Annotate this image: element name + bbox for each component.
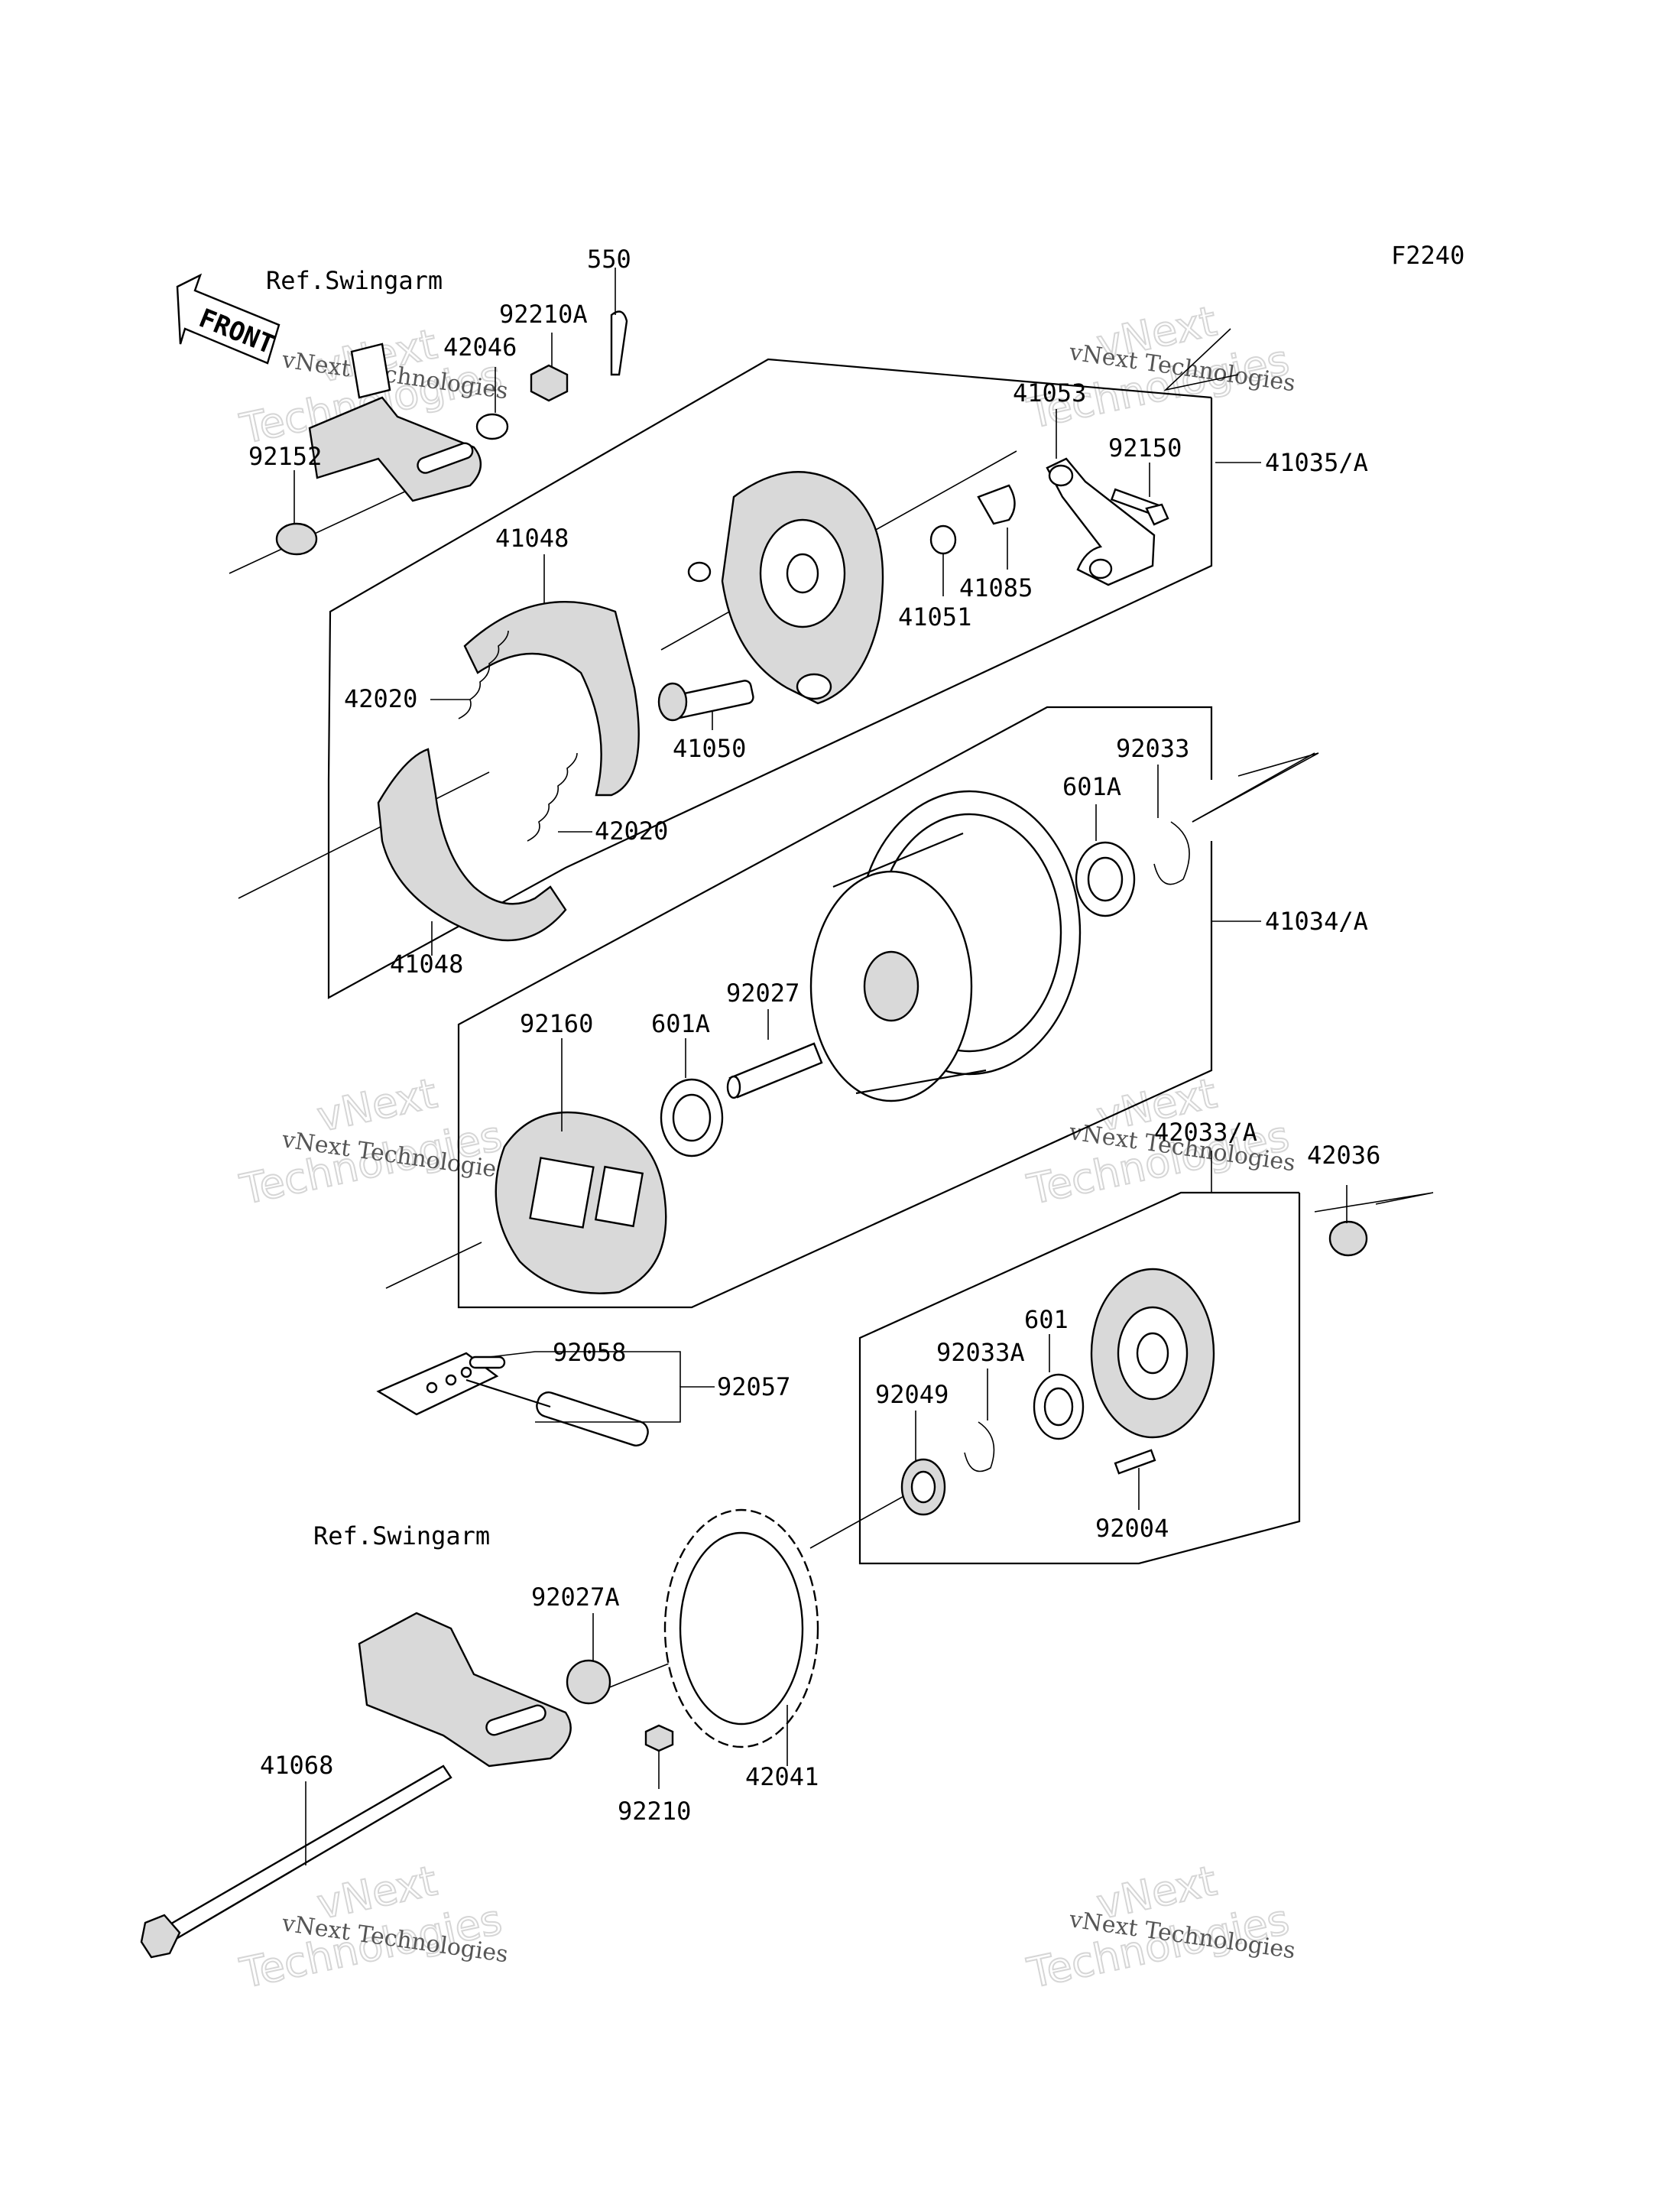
label-92027: 92027	[726, 979, 799, 1008]
sprocket-hub-42033	[1090, 1268, 1215, 1439]
label-92210A: 92210A	[499, 300, 588, 329]
label-41068: 41068	[260, 1751, 333, 1780]
ref-swingarm-top: Ref.Swingarm	[266, 266, 443, 295]
bolt-92150	[1110, 488, 1169, 526]
label-92004: 92004	[1095, 1514, 1169, 1543]
damper-92160	[495, 1111, 667, 1294]
front-arrow-icon: FRONT	[176, 273, 281, 365]
label-42033A: 42033/A	[1154, 1118, 1257, 1147]
label-92027A: 92027A	[531, 1583, 620, 1612]
label-92210: 92210	[618, 1797, 691, 1826]
group-frame-brake-panel	[327, 358, 1213, 999]
label-92150: 92150	[1108, 433, 1182, 463]
axle-41068	[140, 1765, 452, 1959]
label-42020-bottom: 42020	[595, 817, 668, 846]
circlip-92033	[1153, 821, 1190, 885]
label-41034A: 41034/A	[1265, 907, 1368, 936]
swingarm-bracket-bottom	[358, 1612, 572, 1768]
collar-42036	[1328, 1220, 1368, 1257]
spring-42020-bottom	[527, 752, 578, 842]
label-92057: 92057	[717, 1372, 790, 1401]
label-601A-mid: 601A	[651, 1009, 710, 1038]
seal-41051	[929, 524, 957, 555]
leader-lines	[294, 268, 1348, 1865]
brake-panel-41050	[687, 471, 884, 705]
sprocket-42041	[663, 1508, 819, 1748]
cotter-pin-550	[610, 310, 628, 376]
label-92033: 92033	[1116, 734, 1189, 763]
drive-chain-92057	[465, 1378, 649, 1446]
indicator-41085	[977, 484, 1016, 525]
bearing-601A-top	[1075, 841, 1136, 917]
stud-92004	[1114, 1449, 1156, 1475]
wheel-hub-41034	[809, 790, 1082, 1102]
brake-shoe-top-41048	[463, 601, 640, 797]
label-41051: 41051	[898, 602, 971, 631]
nut-92210A	[530, 364, 569, 402]
label-42046: 42046	[443, 333, 517, 362]
circlip-92033A	[964, 1421, 995, 1472]
group-frame-sprocket-hub	[858, 1191, 1301, 1565]
watermark-top-right: vNext Technologies vNext Technologies	[1023, 296, 1297, 439]
label-42036: 42036	[1307, 1141, 1380, 1170]
nut-92210	[644, 1724, 674, 1752]
figure-code: F2240	[1391, 241, 1464, 270]
label-92058: 92058	[553, 1338, 626, 1367]
label-41048-top: 41048	[495, 524, 569, 553]
swingarm-bracket-top	[308, 343, 482, 502]
label-41048-bottom: 41048	[390, 950, 463, 979]
washer-42046	[475, 413, 509, 440]
label-41085: 41085	[959, 573, 1033, 602]
bearing-601A-mid	[660, 1078, 724, 1157]
ref-swingarm-bottom: Ref.Swingarm	[313, 1521, 490, 1550]
collar-92027A	[566, 1659, 611, 1705]
label-41035A: 41035/A	[1265, 448, 1368, 477]
label-550: 550	[587, 245, 631, 274]
label-601A-top: 601A	[1062, 772, 1121, 801]
watermark-bottom-right: vNext Technologies vNext Technologies	[1023, 1855, 1297, 1998]
chain-joint-92058	[376, 1352, 506, 1416]
label-92033A: 92033A	[936, 1338, 1025, 1367]
spring-42020-top	[458, 630, 509, 719]
label-92049: 92049	[875, 1380, 949, 1409]
brake-shoe-bottom-41048	[377, 748, 567, 942]
bearing-601	[1033, 1373, 1085, 1440]
spacer-92152	[275, 522, 318, 556]
cam-shaft-41050	[657, 680, 754, 722]
group-frame-hub	[457, 706, 1213, 1309]
label-601: 601	[1024, 1305, 1069, 1334]
collar-92027	[726, 1042, 823, 1099]
label-92160: 92160	[520, 1009, 593, 1038]
label-92152: 92152	[248, 442, 322, 471]
brake-lever-41053	[1046, 457, 1156, 586]
seal-92049	[900, 1458, 946, 1516]
label-41053: 41053	[1013, 378, 1086, 407]
watermark-mid-left: vNext Technologies vNext Technologies	[235, 1068, 510, 1215]
label-41050: 41050	[673, 734, 746, 763]
label-42041: 42041	[745, 1762, 819, 1791]
label-42020-top: 42020	[344, 684, 417, 713]
